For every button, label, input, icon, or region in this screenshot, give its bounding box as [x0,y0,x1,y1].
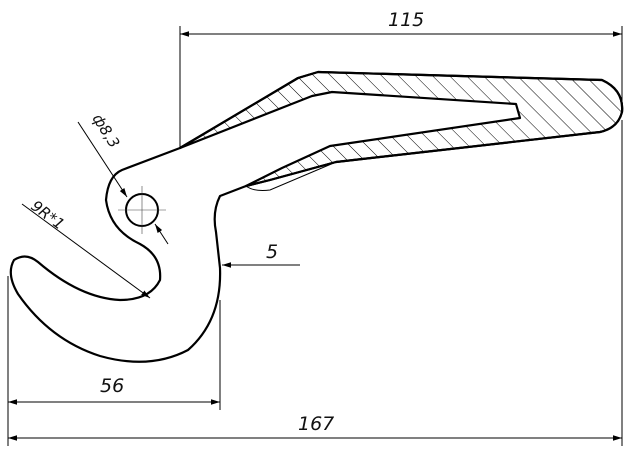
dim-115-label: 115 [388,9,424,31]
dim-167-label: 167 [298,413,334,435]
dim-56-label: 56 [100,375,124,397]
leader-hole-diameter-arrow2 [154,223,169,245]
hook-radius-label: 9R*1 [28,197,68,234]
hole-diameter-label: ф8,3 [89,111,124,152]
dim-5-label: 5 [266,241,278,263]
leader-hole-diameter [77,121,128,198]
inner-edge [245,161,337,191]
hatched-section [178,70,624,188]
leader-hook-radius [21,203,151,299]
